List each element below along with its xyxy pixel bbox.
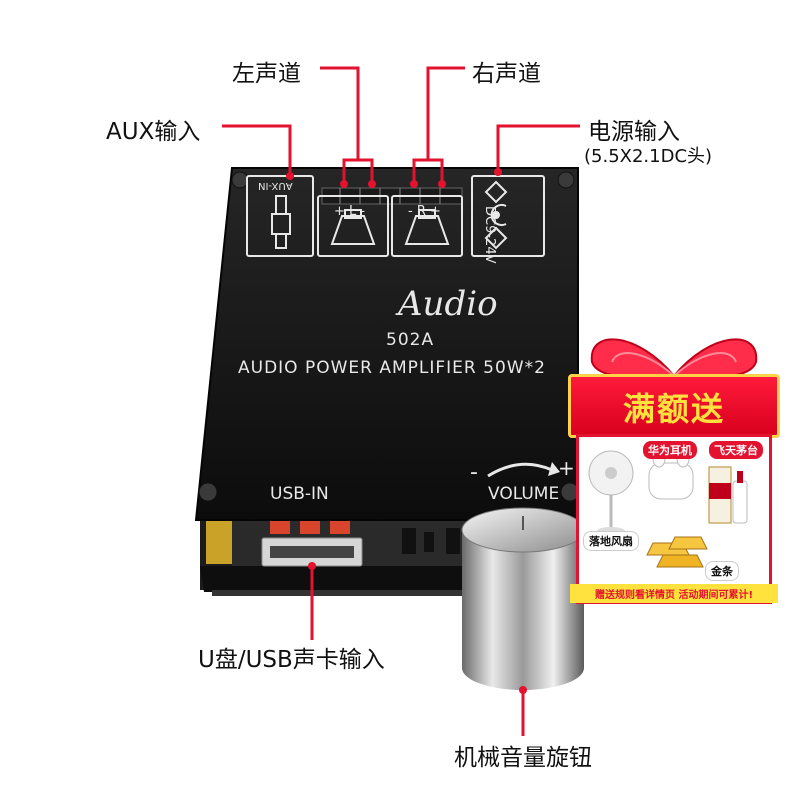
brand-logo: Audio bbox=[398, 284, 498, 324]
volume-minus-label: - bbox=[470, 460, 478, 485]
power-input-spec: (5.5X2.1DC头) bbox=[584, 146, 713, 167]
volume-label: VOLUME bbox=[488, 484, 560, 504]
volume-knob-label: 机械音量旋钮 bbox=[454, 745, 592, 771]
gold-bars-icon bbox=[646, 536, 708, 568]
right-channel-label: 右声道 bbox=[472, 61, 541, 87]
volume-plus-label: + bbox=[558, 456, 575, 480]
model-number: 502A bbox=[386, 330, 435, 350]
promo-item-gold: 金条 bbox=[705, 561, 739, 581]
aux-input-label: AUX输入 bbox=[106, 119, 201, 145]
panel-screws bbox=[198, 171, 580, 502]
volume-arrow-icon bbox=[487, 462, 553, 478]
promo-items-illustration bbox=[588, 450, 748, 568]
promo-item-earphones: 华为耳机 bbox=[643, 441, 697, 459]
volume-arrowhead-icon bbox=[548, 462, 560, 476]
callout-dots bbox=[286, 168, 527, 694]
callout-lines bbox=[222, 66, 580, 736]
fan-icon bbox=[588, 450, 634, 535]
promo-item-fan: 落地风扇 bbox=[583, 531, 639, 551]
usb-port bbox=[261, 518, 363, 567]
liquor-bottle-icon bbox=[708, 466, 748, 524]
dc-voltage-label: DC9-24V bbox=[482, 206, 497, 264]
promo-item-moutai: 飞天茅台 bbox=[709, 441, 763, 459]
aux-jack-icon bbox=[246, 175, 314, 257]
usb-input-label: U盘/USB声卡输入 bbox=[198, 647, 385, 673]
left-terminal-label: + L - bbox=[334, 204, 366, 219]
promo-footer: 赠送规则看详情页 活动期间可累计! bbox=[570, 584, 778, 603]
usb-in-label: USB-IN bbox=[270, 484, 329, 504]
left-channel-label: 左声道 bbox=[232, 61, 301, 87]
right-speaker-icon bbox=[391, 195, 463, 257]
dc-power-icon bbox=[471, 175, 545, 257]
left-speaker-icon bbox=[317, 195, 389, 257]
power-input-label: 电源输入 bbox=[588, 119, 680, 145]
product-description: AUDIO POWER AMPLIFIER 50W*2 bbox=[238, 358, 546, 378]
promo-title: 满额送 bbox=[622, 390, 725, 428]
aux-in-label: AUX-IN bbox=[258, 180, 293, 191]
volume-knob bbox=[461, 507, 585, 690]
right-terminal-label: - R + bbox=[408, 204, 441, 219]
promo-card: 华为耳机 飞天茅台 落地风扇 金条 bbox=[576, 434, 772, 604]
promo-gift-badge: 满额送 bbox=[568, 322, 780, 612]
